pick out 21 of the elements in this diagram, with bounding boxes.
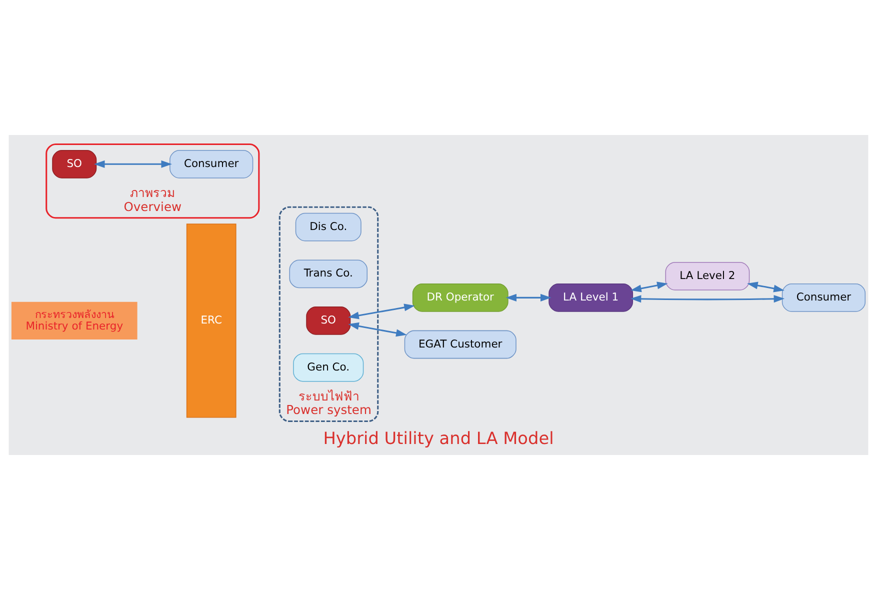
arrow (94, 160, 172, 168)
node-box: Trans Co. (289, 259, 368, 288)
arrow (630, 294, 785, 302)
node-box: DR Operator (412, 283, 508, 312)
arrow (348, 303, 415, 319)
arrow (747, 281, 784, 292)
node-box: กระทรวงพลังงาน Ministry of Energy (11, 301, 138, 339)
arrow (506, 293, 552, 301)
node-box: Consumer (170, 149, 254, 178)
node-box: SO (52, 149, 97, 178)
node-box: Gen Co. (293, 352, 364, 382)
node-box: SO (306, 306, 351, 334)
node-box: LA Level 2 (665, 262, 750, 290)
node-box: EGAT Customer (404, 330, 516, 358)
caption: Hybrid Utility and LA Model (323, 427, 554, 448)
arrow (630, 281, 668, 292)
node-box: Dis Co. (295, 212, 362, 241)
node-box: ERC (186, 223, 236, 418)
node-box: LA Level 1 (548, 283, 634, 312)
arrow (348, 322, 407, 336)
node-box: Consumer (782, 283, 866, 312)
